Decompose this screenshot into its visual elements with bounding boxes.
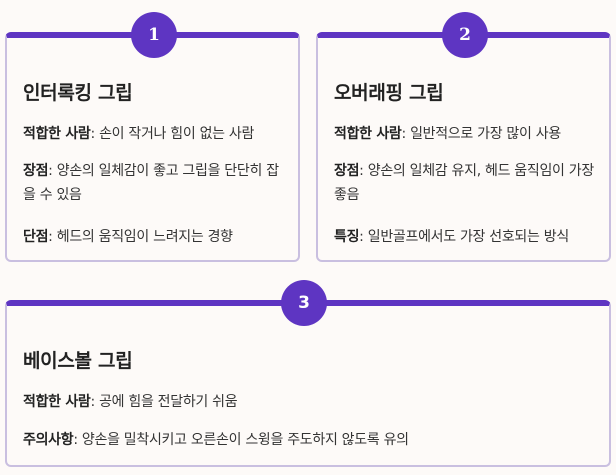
item-separator: :	[90, 394, 100, 410]
item-separator: :	[359, 163, 368, 179]
card-item-pros: 장점: 양손의 일체감 유지, 헤드 움직임이 가장 좋음	[334, 159, 595, 207]
item-label: 적합한 사람	[23, 394, 91, 410]
grip-card-interlocking: 1 인터록킹 그립 적합한 사람: 손이 작거나 힘이 없는 사람 장점: 양손…	[5, 12, 300, 262]
item-text: 일반골프에서도 가장 선호되는 방식	[367, 229, 569, 245]
card-item-cons: 단점: 헤드의 움직임이 느려지는 경향	[23, 225, 284, 249]
item-text: 양손을 밀착시키고 오른손이 스윙을 주도하지 않도록 유의	[81, 432, 409, 448]
card-item-suitable: 적합한 사람: 손이 작거나 힘이 없는 사람	[23, 122, 284, 146]
grip-card-overlapping: 2 오버래핑 그립 적합한 사람: 일반적으로 가장 많이 사용 장점: 양손의…	[316, 12, 611, 262]
item-text: 손이 작거나 힘이 없는 사람	[99, 126, 255, 142]
step-number-badge: 2	[442, 12, 488, 58]
item-text: 공에 힘을 전달하기 쉬움	[99, 394, 238, 410]
item-separator: :	[73, 432, 82, 448]
item-separator: :	[48, 229, 57, 245]
item-label: 주의사항	[23, 432, 74, 448]
card-item-pros: 장점: 양손의 일체감이 좋고 그립을 단단히 잡을 수 있음	[23, 159, 284, 207]
item-text: 헤드의 움직임이 느려지는 경향	[56, 229, 233, 245]
item-label: 특징	[334, 229, 360, 245]
item-label: 적합한 사람	[23, 126, 91, 142]
card-item-feature: 특징: 일반골프에서도 가장 선호되는 방식	[334, 225, 595, 249]
card-item-caution: 주의사항: 양손을 밀착시키고 오른손이 스윙을 주도하지 않도록 유의	[23, 428, 595, 452]
step-number-badge: 1	[131, 12, 177, 58]
item-text: 일반적으로 가장 많이 사용	[410, 126, 561, 142]
step-number-badge: 3	[281, 280, 327, 326]
item-text: 양손의 일체감이 좋고 그립을 단단히 잡을 수 있음	[23, 163, 279, 203]
item-text: 양손의 일체감 유지, 헤드 움직임이 가장 좋음	[334, 163, 594, 203]
card-item-suitable: 적합한 사람: 일반적으로 가장 많이 사용	[334, 122, 595, 146]
card-title: 인터록킹 그립	[23, 82, 133, 104]
item-label: 장점	[23, 163, 49, 179]
grip-card-baseball: 3 베이스볼 그립 적합한 사람: 공에 힘을 전달하기 쉬움 주의사항: 양손…	[5, 280, 611, 467]
item-separator: :	[401, 126, 411, 142]
item-separator: :	[48, 163, 57, 179]
item-separator: :	[90, 126, 100, 142]
card-title: 베이스볼 그립	[23, 350, 133, 372]
item-label: 적합한 사람	[334, 126, 402, 142]
card-title: 오버래핑 그립	[334, 82, 444, 104]
card-item-suitable: 적합한 사람: 공에 힘을 전달하기 쉬움	[23, 390, 595, 414]
item-label: 단점	[23, 229, 49, 245]
item-separator: :	[359, 229, 368, 245]
item-label: 장점	[334, 163, 360, 179]
